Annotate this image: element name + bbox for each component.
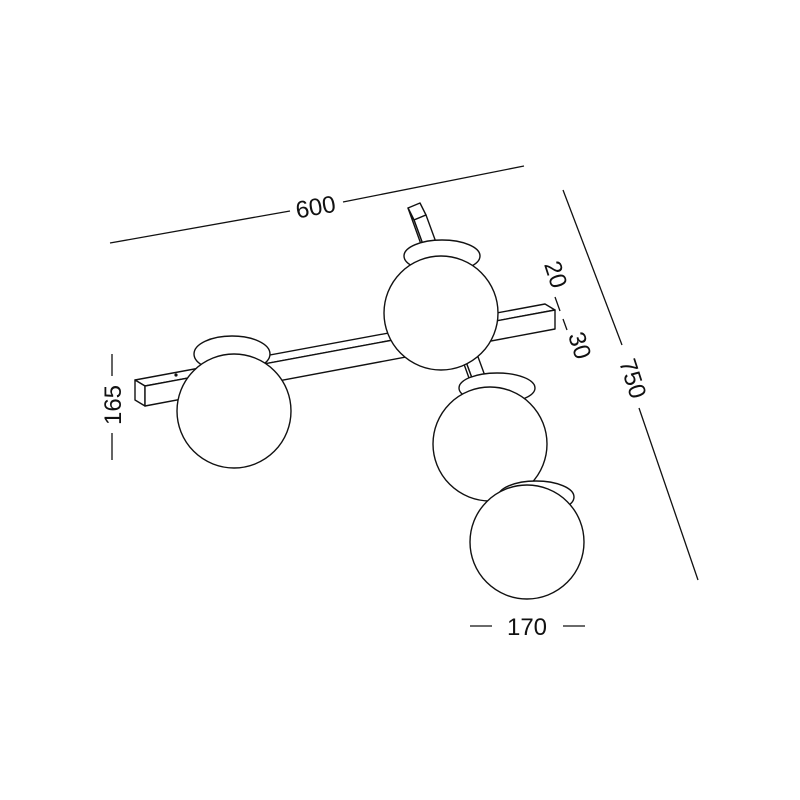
globe-left: [176, 353, 292, 469]
dimension-170: 170: [470, 614, 585, 641]
globe-lamp-top: [383, 239, 499, 371]
globe-lamp-bottom: [469, 480, 585, 600]
dimension-line-750-top: [562, 189, 623, 346]
dimension-label-600: 600: [294, 191, 338, 225]
dimension-label-30: 30: [562, 329, 596, 363]
dimension-165: 165: [100, 354, 127, 460]
dimension-line-30: [562, 318, 568, 331]
globe-lamp-middle: [432, 372, 548, 502]
dimension-label-750: 750: [613, 355, 651, 401]
dimension-line-600-left: [109, 210, 291, 244]
dimension-line-600-right: [342, 165, 525, 203]
dimension-line-20: [554, 296, 561, 312]
dimension-line-750-bottom: [638, 407, 699, 581]
dimension-label-170: 170: [507, 614, 547, 641]
globe-top: [383, 255, 499, 371]
dimension-label-165: 165: [100, 385, 127, 425]
globe-bottom: [469, 484, 585, 600]
dimension-label-20: 20: [538, 258, 572, 292]
mounting-screw-dot: [174, 373, 178, 377]
dimension-600: 600: [109, 165, 525, 244]
dimension-750: 750: [562, 189, 699, 581]
globe-lamp-left: [176, 335, 292, 469]
